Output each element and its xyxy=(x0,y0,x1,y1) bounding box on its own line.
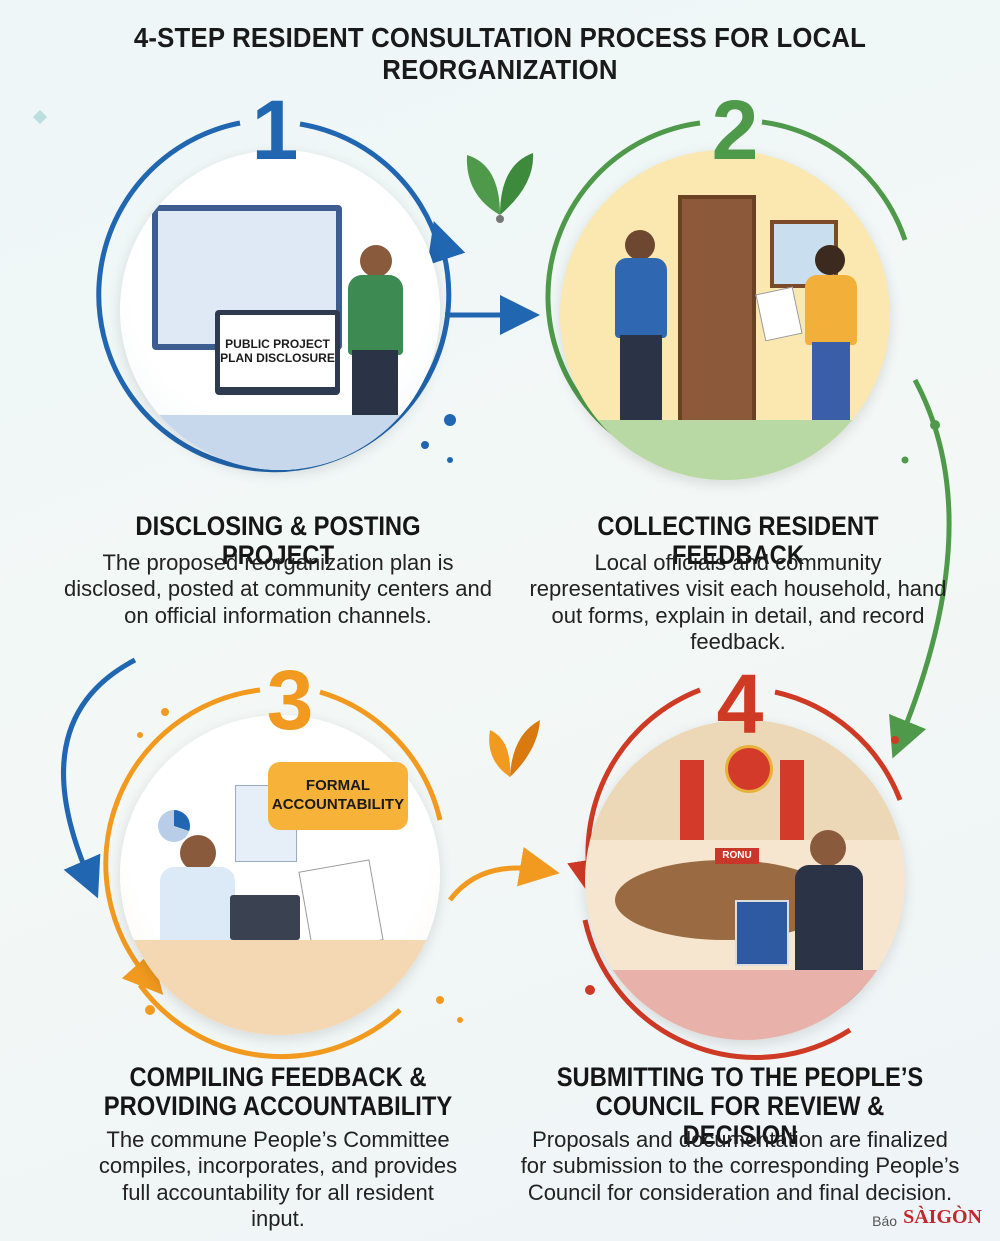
step-1-number: 1 xyxy=(251,83,299,177)
leaf-orange-icon xyxy=(489,720,540,777)
flag-left xyxy=(680,760,704,840)
laptop xyxy=(230,895,300,940)
ring-step-2 xyxy=(545,120,701,301)
flag-right xyxy=(780,760,804,840)
resident-head xyxy=(815,245,845,275)
step-3-number: 3 xyxy=(266,653,314,747)
step-1-title: DISCLOSING & POSTING PROJECT xyxy=(135,511,421,571)
worker-body xyxy=(160,867,235,947)
person-head xyxy=(360,245,392,277)
step-4-description: Proposals and documentation are finalize… xyxy=(520,1127,960,1205)
step-1-description: The proposed reorganization plan is disc… xyxy=(63,550,492,628)
person-legs xyxy=(352,350,398,425)
worker-head xyxy=(180,835,216,871)
official-head xyxy=(625,230,655,260)
step-3-description: The commune People’s Committee compiles,… xyxy=(98,1127,458,1232)
official-body xyxy=(615,258,667,338)
publisher-logo: Báo SÀIGÒN xyxy=(872,1206,982,1229)
official-legs xyxy=(620,335,662,420)
door xyxy=(678,195,756,438)
resident-legs xyxy=(812,342,850,422)
resident-body xyxy=(805,275,857,345)
report-paper xyxy=(298,859,384,953)
step-2-number: 2 xyxy=(711,83,759,177)
name-plate: RONU xyxy=(715,848,759,864)
publisher-name: SÀIGÒN xyxy=(903,1206,982,1228)
step-2-description: Local officials and community representa… xyxy=(529,550,947,655)
step-1-illustration: PUBLIC PROJECT PLAN DISCLOSURE xyxy=(120,150,440,470)
monitor-label: PUBLIC PROJECT PLAN DISCLOSURE xyxy=(220,315,335,387)
step-4-number: 4 xyxy=(716,657,764,751)
proposal-folder xyxy=(735,900,789,966)
step-2-illustration xyxy=(560,150,890,480)
step-4-title: SUBMITTING TO THE PEOPLE’S COUNCIL FOR R… xyxy=(556,1062,924,1151)
accountability-callout: FORMAL ACCOUNTABILITY xyxy=(268,762,408,830)
publisher-prefix: Báo xyxy=(872,1213,898,1229)
feedback-form xyxy=(755,286,803,342)
person-body xyxy=(348,275,403,355)
emblem-icon xyxy=(725,745,773,793)
presenter-head xyxy=(810,830,846,866)
ring-step-3 xyxy=(103,687,261,995)
leaf-green-icon xyxy=(466,153,534,223)
step-2-title: COLLECTING RESIDENT FEEDBACK xyxy=(597,511,879,571)
step-4-illustration: RONU xyxy=(585,720,905,1040)
monitor: PUBLIC PROJECT PLAN DISCLOSURE xyxy=(215,310,340,395)
page-title: 4-STEP RESIDENT CONSULTATION PROCESS FOR… xyxy=(133,22,867,85)
step-3-title: COMPILING FEEDBACK & PROVIDING ACCOUNTAB… xyxy=(103,1062,453,1122)
pie-chart-icon xyxy=(158,810,190,842)
